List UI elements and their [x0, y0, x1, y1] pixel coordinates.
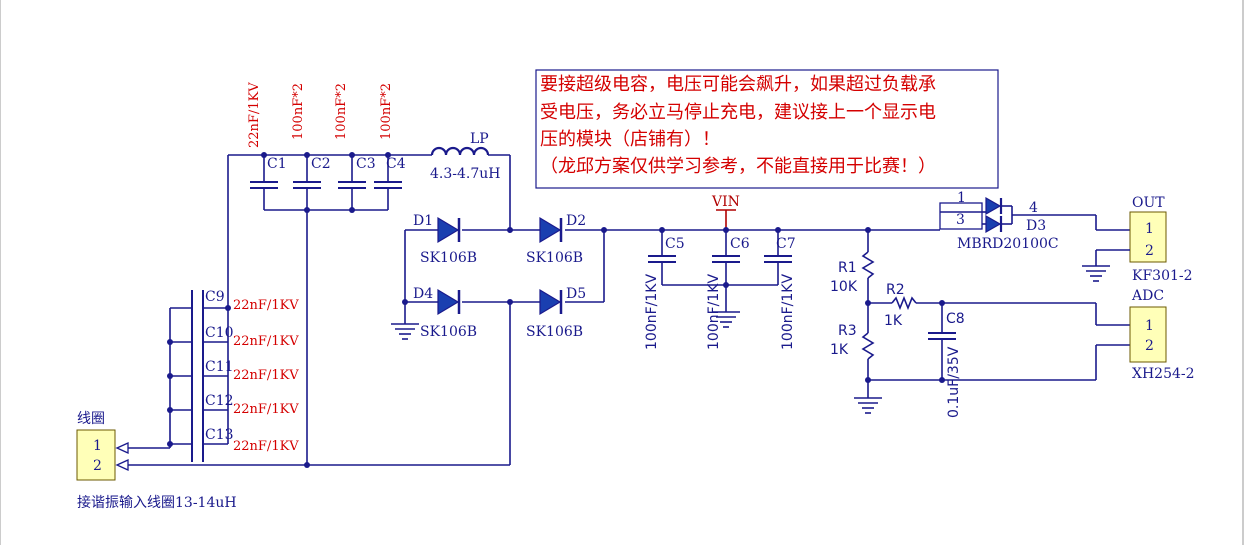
warning-note: 要接超级电容，电压可能会飙升，如果超过负载承 受电压，务必立马停止充电，建议接上…	[535, 69, 999, 189]
cap-ref-c12: C12	[205, 393, 234, 409]
cap-ref-c1: C1	[267, 156, 287, 172]
inductor-lp: LP 4.3-4.7uH	[430, 131, 511, 230]
cap-ref-c13: C13	[205, 427, 234, 443]
inductor-ref: LP	[470, 131, 489, 147]
note-line-1: 要接超级电容，电压可能会飙升，如果超过负载承	[540, 74, 936, 95]
out-pin-2: 2	[1145, 243, 1154, 259]
diode-d2-value: SK106B	[526, 250, 583, 266]
r3-ref: R3	[838, 323, 857, 339]
c8-ref: C8	[946, 311, 965, 327]
diode-d2-ref: D2	[566, 213, 586, 229]
cap-val-c10: 22nF/1KV	[233, 334, 299, 349]
d3-part: MBRD20100C	[957, 236, 1059, 252]
d3-ref: D3	[1026, 218, 1046, 234]
d3-pin-3: 3	[956, 212, 965, 228]
cap-ref-c4: C4	[386, 156, 406, 172]
cap-val-c3: 100nF*2	[334, 83, 349, 140]
cap-val-c12: 22nF/1KV	[233, 402, 299, 417]
diode-bridge: D1 SK106B D2 SK106B D4 SK106B D5 SK106B	[391, 213, 860, 465]
adc-connector-title: ADC	[1131, 288, 1164, 304]
out-connector-part: KF301-2	[1132, 268, 1193, 284]
r1-value: 10K	[830, 279, 858, 295]
diode-d4-ref: D4	[413, 286, 433, 302]
diode-d1-value: SK106B	[420, 250, 477, 266]
bulk-capacitors: VIN C5 C6 C7 100nF/1KV 100nF/1KV 100nF/1…	[644, 194, 796, 350]
diode-d4-value: SK106B	[420, 324, 477, 340]
cap-val-c2: 100nF*2	[291, 83, 306, 140]
vin-label: VIN	[711, 194, 740, 210]
adc-connector-body	[1129, 306, 1167, 363]
diode-d1-symbol	[437, 216, 460, 244]
c8-value: 0.1uF/35V	[946, 346, 962, 418]
cap-val-c1: 22nF/1KV	[247, 82, 262, 148]
input-pin-1: 1	[93, 438, 102, 454]
cap-ref-c6: C6	[730, 236, 750, 252]
filter-capacitors: C1 C2 C3 C4 22nF/1KV 100nF*2 100nF*2 100…	[228, 82, 432, 468]
cap-val-c5: 100nF/1KV	[644, 274, 660, 350]
series-capacitors: C9 C10 C11 C12 C13 22nF/1KV 22nF/1KV 22n…	[167, 289, 299, 462]
cap-ref-c5: C5	[665, 236, 685, 252]
d3-pin-4: 4	[1029, 200, 1038, 216]
adc-pin-1: 1	[1145, 318, 1154, 334]
cap-val-c4: 100nF*2	[379, 83, 394, 140]
warning-note-box	[535, 69, 999, 189]
input-pin-2: 2	[93, 458, 102, 474]
input-connector: 线圈 1 2 接谐振输入线圈13-14uH	[76, 411, 237, 511]
cap-ref-c2: C2	[311, 156, 331, 172]
diode-d1-ref: D1	[413, 213, 433, 229]
cap-ref-c10: C10	[205, 325, 234, 341]
cap-val-c13: 22nF/1KV	[233, 439, 299, 454]
cap-val-c9: 22nF/1KV	[233, 298, 299, 313]
note-line-4: （龙邱方案仅供学习参考，不能直接用于比赛！）	[540, 156, 936, 177]
adc-connector: ADC 1 2 XH254-2	[1129, 288, 1195, 382]
cap-ref-c9: C9	[205, 289, 225, 305]
input-connector-body	[76, 429, 116, 481]
input-connector-title: 线圈	[77, 411, 105, 427]
out-connector: OUT 1 2 KF301-2	[1082, 195, 1193, 284]
diode-d5-symbol	[539, 288, 562, 316]
note-line-2: 受电压，务必立马停止充电，建议接上一个显示电	[540, 102, 936, 123]
diode-d5-value: SK106B	[526, 324, 583, 340]
inductor-value: 4.3-4.7uH	[430, 166, 501, 182]
r2-value: 1K	[884, 313, 903, 329]
out-pin-1: 1	[1145, 221, 1154, 237]
out-connector-title: OUT	[1132, 195, 1165, 211]
cap-val-c6: 100nF/1KV	[706, 274, 722, 350]
r3-value: 1K	[830, 342, 849, 358]
adc-connector-part: XH254-2	[1132, 366, 1195, 382]
voltage-divider: R1 10K R2 1K R3 1K C8 0.1uF/35V	[830, 227, 1130, 418]
diode-d4-symbol	[437, 288, 460, 316]
cap-ref-c7: C7	[776, 236, 796, 252]
cap-val-c11: 22nF/1KV	[233, 368, 299, 383]
diode-d3: 1 3 4 D3 MBRD20100C	[860, 190, 1130, 252]
cap-val-c7: 100nF/1KV	[780, 274, 796, 350]
diode-d5-ref: D5	[566, 286, 586, 302]
diode-d2-symbol	[539, 216, 562, 244]
input-connector-caption: 接谐振输入线圈13-14uH	[77, 494, 237, 511]
r2-ref: R2	[886, 282, 905, 298]
cap-ref-c11: C11	[205, 359, 234, 375]
adc-pin-2: 2	[1145, 338, 1154, 354]
d3-pin-1: 1	[957, 190, 966, 206]
out-connector-body	[1129, 211, 1167, 263]
cap-ref-c3: C3	[356, 156, 376, 172]
input-wires	[128, 155, 510, 466]
note-line-3: 压的模块（店铺有）！	[540, 129, 720, 150]
r1-ref: R1	[838, 260, 857, 276]
